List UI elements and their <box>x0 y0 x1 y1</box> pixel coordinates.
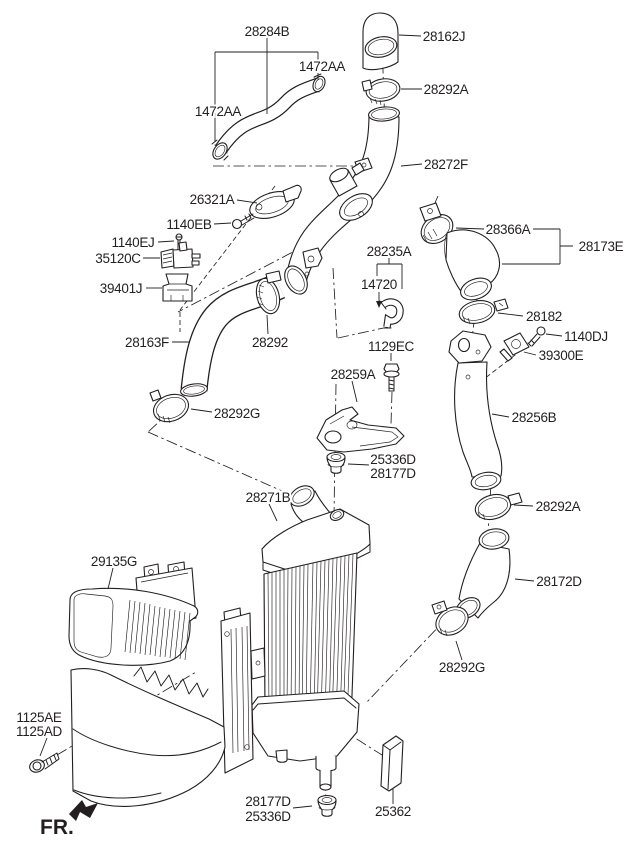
pipe-28272f-drawing <box>284 106 401 295</box>
part-label-28182: 28182 <box>526 309 562 324</box>
part-label-1140eb: 1140EB <box>166 217 212 232</box>
part-label-1472aa-left: 1472AA <box>195 104 242 119</box>
part-label-39300e: 39300E <box>539 348 584 363</box>
part-label-26321a: 26321A <box>190 192 235 207</box>
leader-lines <box>39 34 573 809</box>
sensor-26321a-drawing <box>249 184 302 219</box>
hose-14720-drawing <box>379 298 404 329</box>
part-label-29135g: 29135G <box>91 554 137 569</box>
part-label-1140dj: 1140DJ <box>564 329 608 344</box>
part-label-28173e: 28173E <box>579 239 624 254</box>
bracket-39401j-drawing <box>162 273 193 302</box>
part-label-28177d-mid: 28177D <box>370 466 416 481</box>
part-label-1129ec: 1129EC <box>368 339 415 354</box>
part-label-39401j: 39401J <box>100 281 143 296</box>
holder-39300e-drawing <box>499 332 530 362</box>
clamp-1472aa-right-drawing <box>312 73 326 93</box>
clamp-28292g-right-drawing <box>431 600 469 637</box>
part-label-14720: 14720 <box>361 277 397 292</box>
part-label-28292g-left: 28292G <box>214 406 260 421</box>
part-label-28292a-top: 28292A <box>424 82 469 97</box>
mounting-plate-drawing <box>220 607 266 774</box>
part-label-28284b: 28284B <box>245 24 290 39</box>
part-label-28259a: 28259A <box>331 367 376 382</box>
bolt-1140dj-drawing <box>527 326 546 347</box>
part-label-28292g-right: 28292G <box>439 660 485 675</box>
bolt-1140eb-drawing <box>231 213 255 230</box>
part-label-1472aa-right: 1472AA <box>299 59 346 74</box>
part-label-28162j: 28162J <box>423 29 466 44</box>
clamp-1472aa-left-drawing <box>211 139 229 161</box>
pad-25362-drawing <box>380 735 404 792</box>
bracket-28259a-drawing <box>316 406 405 453</box>
fr-indicator-label: FR. <box>40 816 74 839</box>
part-label-28292a-right: 28292A <box>536 499 581 514</box>
part-label-28172d: 28172D <box>536 574 582 589</box>
part-label-28366a: 28366A <box>486 222 531 237</box>
part-label-25362: 25362 <box>375 804 411 819</box>
air-guard-drawing <box>68 561 226 807</box>
part-label-25336d-bottom: 25336D <box>245 809 291 824</box>
part-label-25336d-mid: 25336D <box>370 452 416 467</box>
hose-28256b-drawing <box>448 330 503 491</box>
clamp-28292a-top-drawing <box>361 78 401 106</box>
part-label-1125ae: 1125AE <box>16 710 62 725</box>
clamp-28366a-drawing <box>419 202 454 244</box>
part-number-labels: 28284B 1472AA 1472AA 28162J 28292A 28272… <box>14 22 626 826</box>
part-label-28256b: 28256B <box>512 410 557 425</box>
fr-direction-arrow-icon <box>69 800 98 821</box>
hose-28173e-drawing <box>444 229 501 301</box>
part-label-1125ad: 1125AD <box>16 724 63 739</box>
clamp-28182-drawing <box>458 298 509 325</box>
clamp-28292a-right-drawing <box>474 492 523 521</box>
duct-28162j-drawing <box>362 12 399 71</box>
bolt-1129ec-drawing <box>383 363 400 392</box>
part-label-35120c: 35120C <box>95 251 141 266</box>
part-label-28177d-bottom: 28177D <box>245 794 291 809</box>
valve-35120c-drawing <box>160 241 201 269</box>
grommet-bottom-drawing <box>317 794 337 817</box>
part-label-28271b: 28271B <box>246 490 291 505</box>
part-label-28272f: 28272F <box>424 157 468 172</box>
part-label-28235a: 28235A <box>367 244 412 259</box>
bolt-1125-drawing <box>29 752 60 773</box>
clamp-28292-drawing <box>255 270 282 315</box>
intercooler-drawing <box>251 485 371 791</box>
part-label-1140ej: 1140EJ <box>112 235 155 250</box>
screw-1140ej-drawing <box>175 233 183 251</box>
part-label-28292: 28292 <box>252 335 288 350</box>
grommet-mid-drawing <box>326 451 346 474</box>
part-label-28163f: 28163F <box>125 335 169 350</box>
clamp-28292g-left-drawing <box>149 389 190 424</box>
